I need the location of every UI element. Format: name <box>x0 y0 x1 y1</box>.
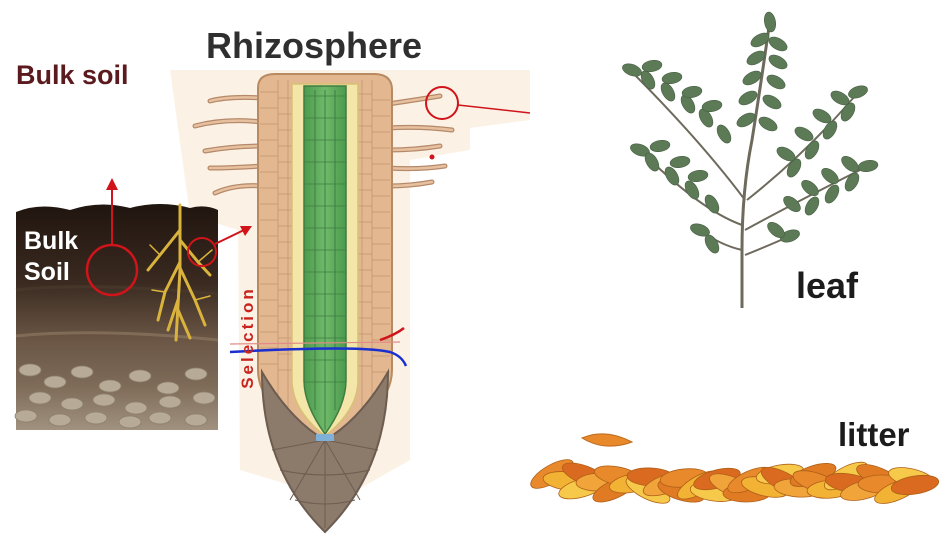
bulk-soil-panel-line2: Soil <box>24 258 70 286</box>
soil-pebble <box>129 370 151 382</box>
soil-pebble <box>185 368 207 380</box>
leaflet <box>714 123 734 146</box>
leaflet <box>662 165 682 188</box>
leaflet <box>765 72 788 92</box>
compound-leaf-illustration <box>621 11 879 308</box>
soil-pebble <box>85 412 107 424</box>
bulk-soil-panel-label: Bulk Soil <box>24 226 78 289</box>
soil-pebble <box>15 410 37 422</box>
leaflet <box>847 83 870 100</box>
soil-pebble <box>29 392 51 404</box>
leaflet <box>763 11 777 33</box>
soil-pebble <box>44 376 66 388</box>
leaflet <box>621 61 644 78</box>
leaflet <box>669 155 691 169</box>
bulk-soil-title: Bulk soil <box>16 62 129 89</box>
litter-label: litter <box>838 418 910 451</box>
soil-pebble <box>157 382 179 394</box>
leaflet <box>658 81 678 104</box>
soil-pebble <box>99 380 121 392</box>
soil-pebble <box>149 412 171 424</box>
rhizosphere-label: Rhizosphere <box>206 28 422 64</box>
leaflet <box>819 165 841 186</box>
root-stele <box>304 86 346 434</box>
soil-profile-illustration <box>15 178 252 430</box>
soil-pebble <box>185 414 207 426</box>
leaf-label: leaf <box>796 268 858 304</box>
leaflet <box>781 193 803 214</box>
soil-pebble <box>19 364 41 376</box>
soil-pebble <box>61 398 83 410</box>
leaflet <box>757 114 780 134</box>
leaflet <box>842 171 862 194</box>
leaflet <box>702 193 722 216</box>
soil-pebble <box>93 394 115 406</box>
leaflet <box>793 124 816 144</box>
soil-pebble <box>71 366 93 378</box>
leaflet <box>857 159 879 173</box>
bulk-soil-panel-line1: Bulk <box>24 227 78 255</box>
leaflet <box>767 34 790 54</box>
leaflet <box>649 139 671 153</box>
soil-pebble <box>159 396 181 408</box>
soil-pebble <box>193 392 215 404</box>
soil-pebble <box>119 416 141 428</box>
selection-label: Selection <box>239 286 256 389</box>
leaflet <box>761 92 784 112</box>
soil-pebble <box>125 402 147 414</box>
leaflet <box>822 183 842 206</box>
leaflet <box>767 52 790 72</box>
soil-pebble <box>49 414 71 426</box>
